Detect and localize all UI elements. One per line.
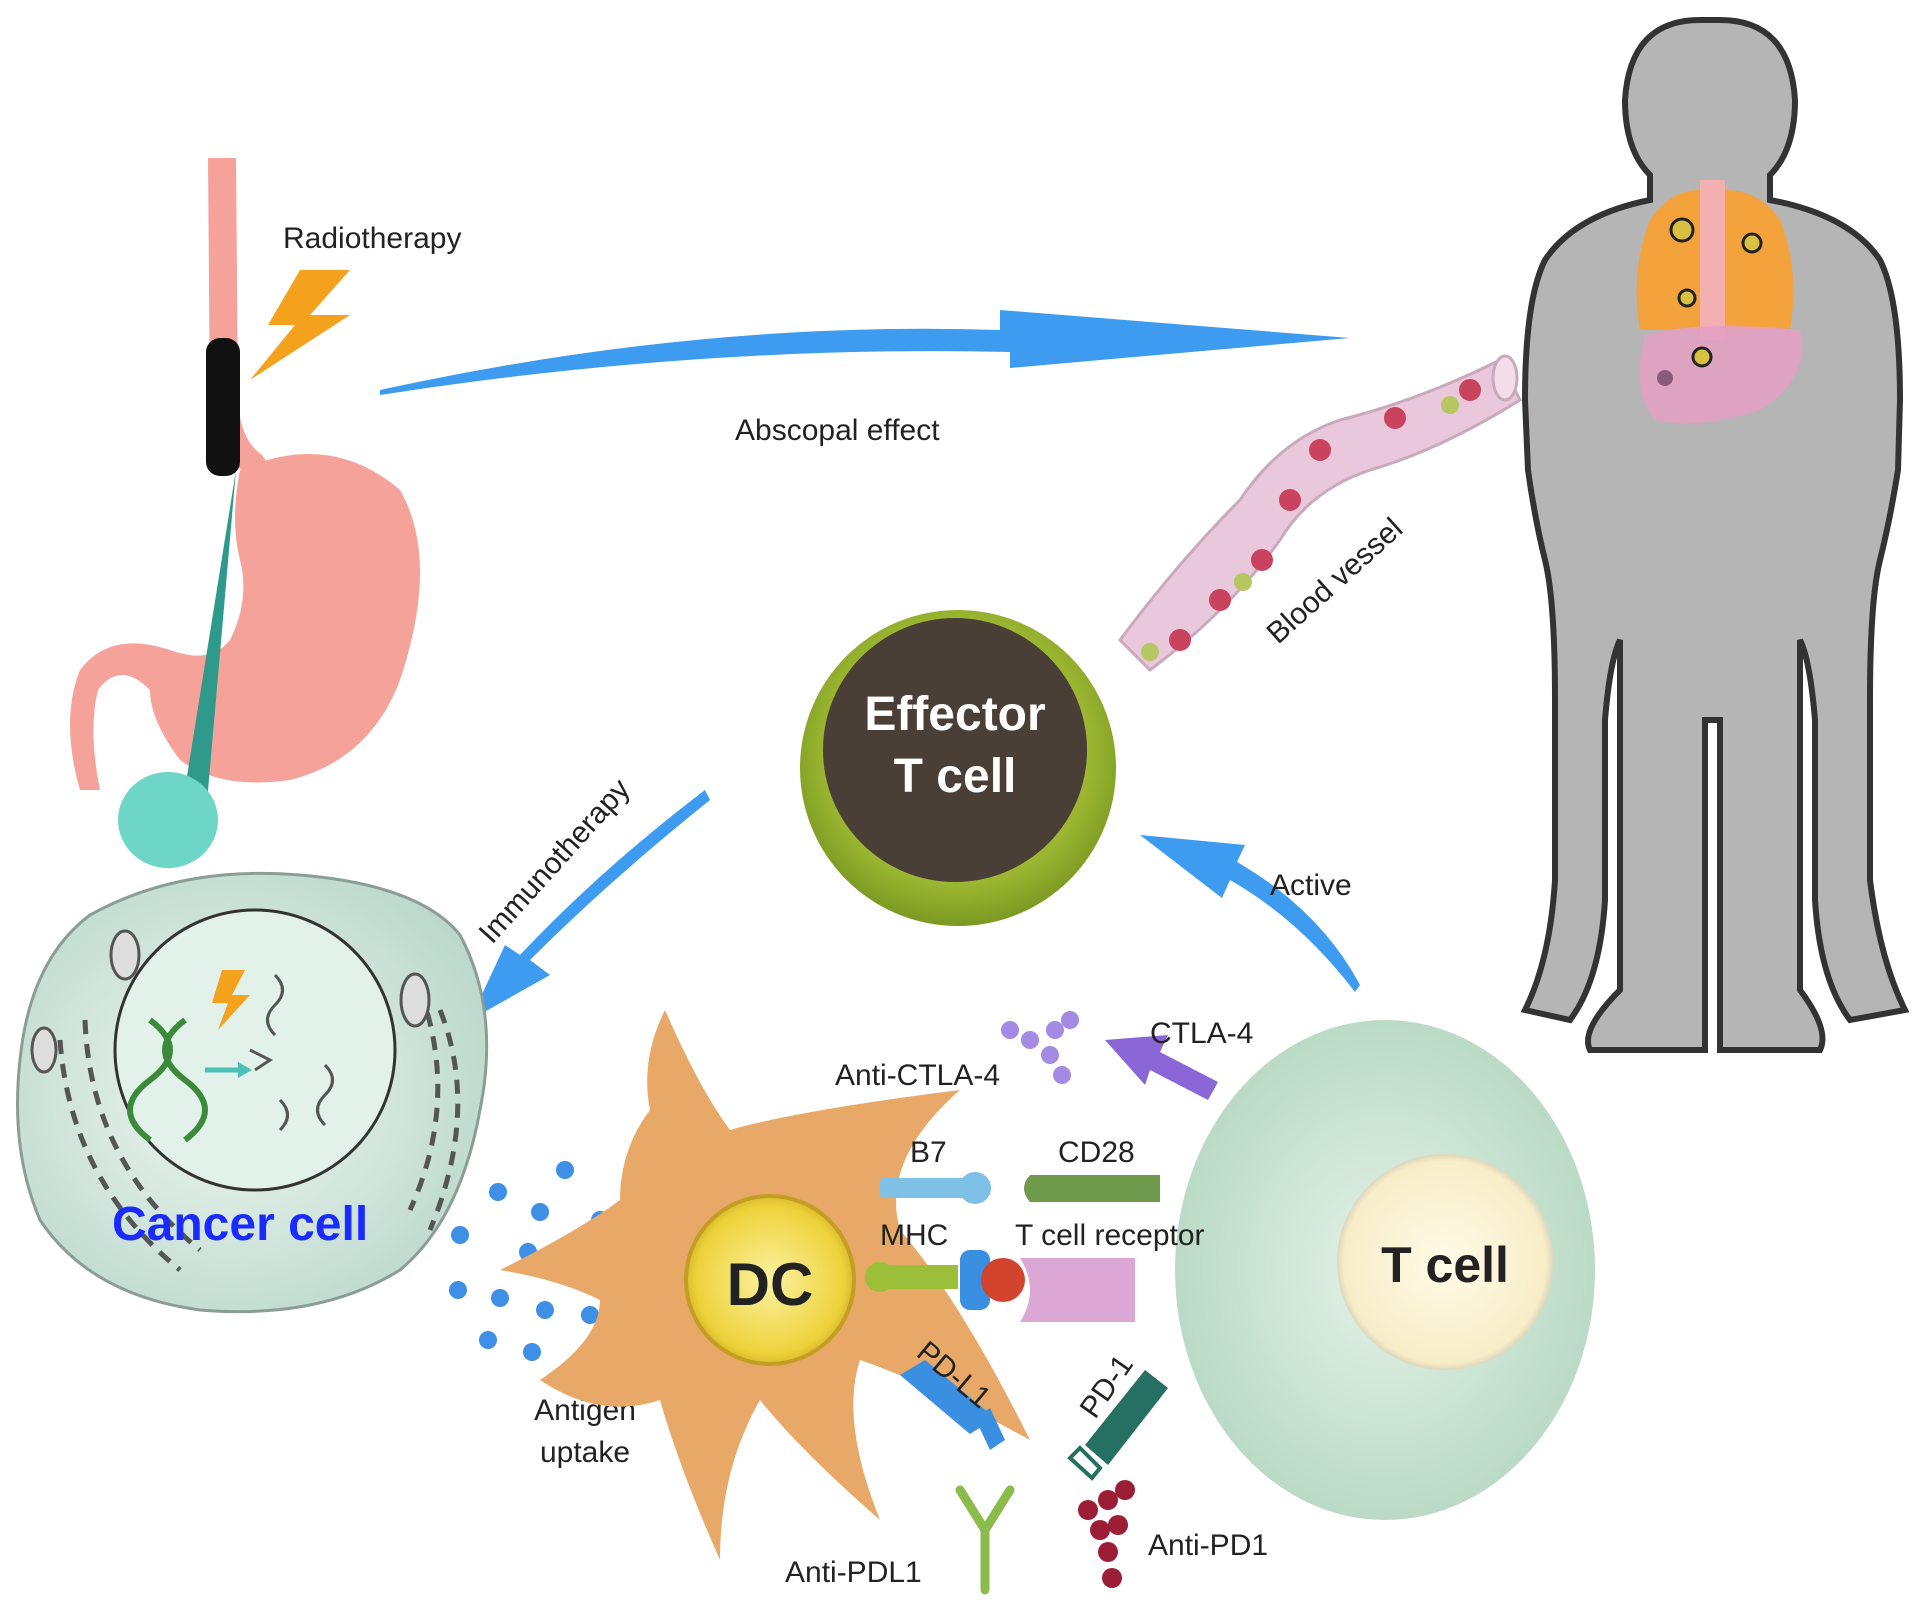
effector-t-cell <box>800 610 1116 926</box>
dc-label: DC <box>727 1251 814 1318</box>
anti-pdl1-label: Anti-PDL1 <box>785 1556 922 1589</box>
abscopal-effect-label: Abscopal effect <box>735 414 940 447</box>
active-arrow <box>1140 835 1360 992</box>
dendritic-cell <box>500 1010 1030 1560</box>
cd28-label: CD28 <box>1058 1136 1135 1169</box>
blood-vessel-illustration <box>1118 354 1522 672</box>
human-body-silhouette <box>1520 17 1910 1053</box>
active-label: Active <box>1270 869 1352 902</box>
t-cell-receptor <box>1020 1258 1135 1322</box>
antigen-uptake-label-line2: uptake <box>540 1436 630 1469</box>
t-cell <box>1175 1020 1595 1520</box>
pd-1-receptor <box>1067 1370 1168 1481</box>
mhc-label: MHC <box>880 1219 948 1252</box>
antigen-peptide <box>960 1250 1025 1310</box>
t-cell-receptor-label: T cell receptor <box>1015 1219 1205 1252</box>
abscopal-effect-arrow <box>380 310 1350 395</box>
cancer-lightning-icon <box>212 970 250 1030</box>
cd28-receptor <box>1024 1175 1160 1202</box>
anti-pd1-antibody <box>1078 1480 1135 1588</box>
anti-pd1-label: Anti-PD1 <box>1148 1529 1268 1562</box>
effector-t-cell-label-line1: Effector <box>864 688 1045 741</box>
mhc-molecule <box>865 1262 958 1292</box>
esophagus-stomach-illustration <box>70 158 420 868</box>
t-cell-label: T cell <box>1381 1237 1509 1293</box>
anti-ctla4-label: Anti-CTLA-4 <box>835 1059 1000 1092</box>
b7-ligand <box>880 1172 991 1204</box>
effector-t-cell-label-line2: T cell <box>894 750 1017 803</box>
anti-ctla4-antibody <box>1001 1011 1079 1084</box>
anti-pdl1-antibody <box>955 1485 1015 1595</box>
pd-l1-ligand <box>900 1360 1005 1450</box>
radiation-lightning-icon <box>250 270 350 380</box>
ctla4-label: CTLA-4 <box>1150 1017 1253 1050</box>
cancer-cell <box>16 871 489 1314</box>
cancer-cell-label: Cancer cell <box>112 1198 368 1251</box>
immunotherapy-arrow <box>470 790 710 1020</box>
b7-label: B7 <box>910 1136 947 1169</box>
radiotherapy-label: Radiotherapy <box>283 222 461 255</box>
ctla4-receptor <box>1105 1035 1218 1100</box>
